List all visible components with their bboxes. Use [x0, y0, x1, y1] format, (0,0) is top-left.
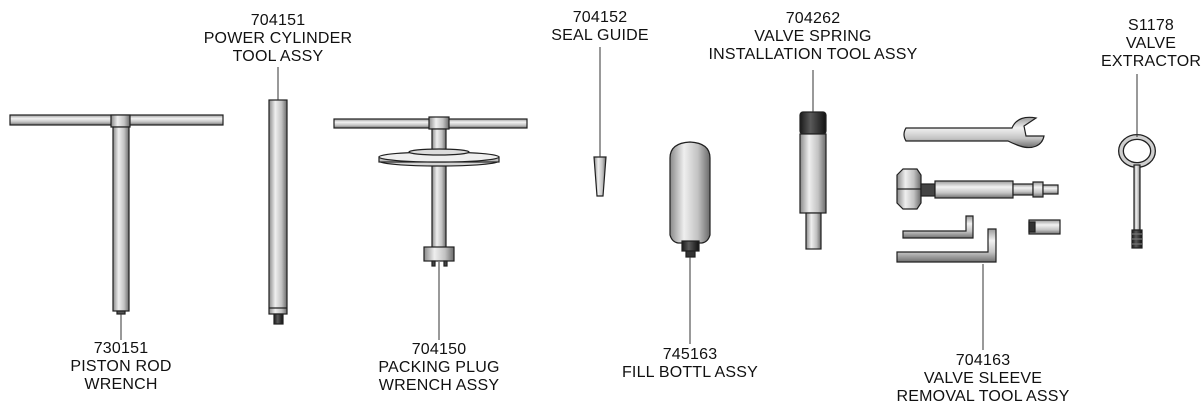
label-704262: 704262 VALVE SPRING INSTALLATION TOOL AS… [683, 10, 943, 64]
tool-name-line: FILL BOTTL ASSY [621, 364, 759, 381]
seal-guide [593, 156, 607, 197]
part-number: 704152 [572, 9, 628, 26]
part-number: 745163 [662, 346, 718, 363]
tool-name-line: INSTALLATION TOOL ASSY [708, 46, 918, 63]
label-704151: 704151 POWER CYLINDER TOOL ASSY [178, 12, 378, 66]
tool-name-line: VALVE SLEEVE [923, 370, 1043, 387]
packing-plug-wrench [333, 116, 528, 267]
valve-sleeve-removal-tool [896, 116, 1061, 263]
part-number: 704151 [250, 12, 306, 29]
label-730151: 730151 PISTON ROD WRENCH [41, 340, 201, 394]
label-S1178: S1178 VALVE EXTRACTOR [1101, 17, 1201, 71]
tool-name-line: PACKING PLUG [378, 359, 500, 376]
small-hex-key [902, 215, 974, 239]
label-704150: 704150 PACKING PLUG WRENCH ASSY [349, 341, 529, 395]
large-hex-key [896, 228, 997, 263]
tool-name-line: EXTRACTOR [1101, 53, 1202, 70]
tool-name-line: REMOVAL TOOL ASSY [896, 388, 1070, 405]
label-704152: 704152 SEAL GUIDE [530, 9, 670, 45]
tool-name-line: WRENCH [84, 376, 158, 393]
label-704163: 704163 VALVE SLEEVE REMOVAL TOOL ASSY [873, 352, 1093, 406]
tool-name-line: WRENCH ASSY [378, 377, 500, 394]
tool-name-line: POWER CYLINDER [203, 30, 353, 47]
piston-rod-wrench [9, 114, 224, 315]
part-number: 704262 [785, 10, 841, 27]
part-number: S1178 [1127, 17, 1175, 34]
valve-spring-tool [799, 111, 827, 250]
part-number: 704163 [955, 352, 1011, 369]
tool-name-line: TOOL ASSY [232, 48, 324, 65]
label-745163: 745163 FILL BOTTL ASSY [600, 346, 780, 382]
tool-name-line: VALVE [1125, 35, 1177, 52]
part-number: 730151 [93, 340, 149, 357]
tool-name-line: SEAL GUIDE [551, 27, 649, 44]
tool-name-line: PISTON ROD [70, 358, 172, 375]
power-cylinder-tool [268, 99, 288, 325]
part-number: 704150 [411, 341, 467, 358]
tool-name-line: VALVE SPRING [754, 28, 872, 45]
valve-extractor [1118, 134, 1156, 249]
fill-bottle [669, 141, 711, 258]
open-end-wrench [903, 116, 1045, 149]
